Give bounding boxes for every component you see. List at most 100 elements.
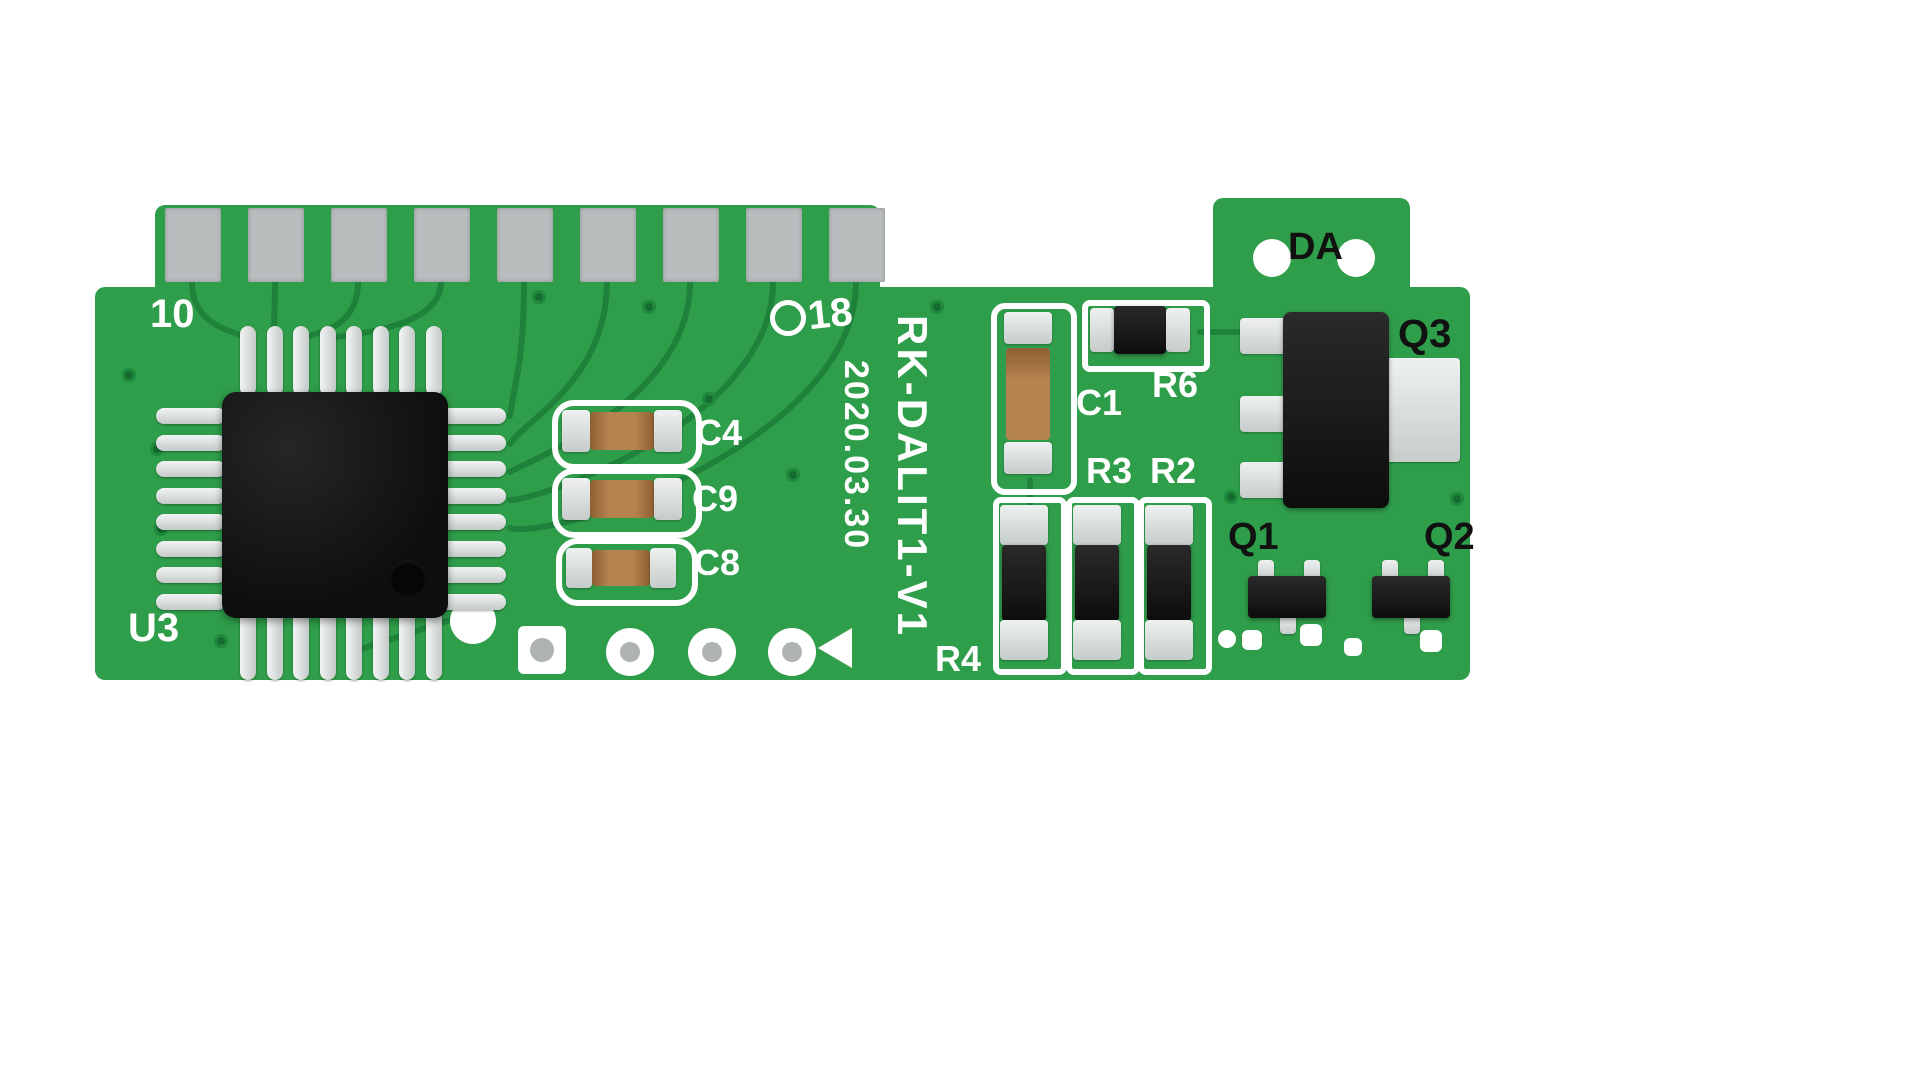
ic-lead <box>436 461 506 477</box>
via <box>930 300 944 314</box>
resistor-body <box>1147 545 1191 621</box>
capacitor-c4-pad <box>562 410 590 452</box>
capacitor-c8-pad <box>566 548 592 588</box>
via <box>1450 492 1464 506</box>
solder-pad <box>1420 630 1442 652</box>
ic-lead <box>426 326 442 396</box>
connector-pad <box>580 208 636 282</box>
ic-lead <box>267 326 283 396</box>
transistor-q1-body <box>1248 576 1326 618</box>
capacitor-c1-body <box>1006 348 1050 440</box>
refdes-r6: R6 <box>1152 364 1199 405</box>
ic-lead <box>346 610 362 680</box>
refdes-c1: C1 <box>1076 382 1123 423</box>
refdes-c4: C4 <box>696 412 743 453</box>
connector-pad <box>165 208 221 282</box>
resistor-body <box>1075 545 1119 621</box>
ic-lead <box>156 567 226 583</box>
transistor-q2-lead <box>1382 560 1398 580</box>
ic-lead <box>320 326 336 396</box>
capacitor-c1-pad <box>1004 442 1052 474</box>
connector-pad <box>829 208 885 282</box>
ic-lead <box>240 326 256 396</box>
connector-pad <box>414 208 470 282</box>
ic-lead <box>156 461 226 477</box>
ic-lead <box>399 326 415 396</box>
via-ring <box>770 300 806 336</box>
da-pad <box>1253 239 1291 277</box>
ic-lead <box>436 541 506 557</box>
ic-lead <box>436 514 506 530</box>
via <box>786 468 800 482</box>
ic-lead <box>156 435 226 451</box>
capacitor-c4-pad <box>654 410 682 452</box>
capacitor-c1-pad <box>1004 312 1052 344</box>
ic-lead <box>156 594 226 610</box>
board-title-text: RK-DALIT1-V1 <box>889 315 936 639</box>
ic-lead <box>267 610 283 680</box>
transistor-q1-lead <box>1258 560 1274 580</box>
transistor-q1-lead <box>1280 614 1296 634</box>
via <box>702 392 716 406</box>
silkscreen-outline-resistor <box>1066 497 1140 675</box>
solder-pad <box>1300 624 1322 646</box>
silkscreen-outline-c8 <box>556 538 698 606</box>
silkscreen-outline-c1 <box>991 303 1077 495</box>
refdes-r3: R3 <box>1086 450 1133 491</box>
resistor-body <box>1002 545 1046 621</box>
ic-lead <box>346 326 362 396</box>
capacitor-c4-body <box>590 412 654 450</box>
ic-lead <box>373 610 389 680</box>
transistor-q3-lead <box>1240 396 1290 432</box>
da-label: DA <box>1288 226 1343 268</box>
capacitor-c9-pad <box>562 478 590 520</box>
resistor-r6-pad <box>1166 308 1190 352</box>
refdes-q3: Q3 <box>1398 312 1452 356</box>
ic-lead <box>399 610 415 680</box>
transistor-q2-body <box>1372 576 1450 618</box>
ic-lead <box>436 488 506 504</box>
silkscreen-outline-resistor <box>1138 497 1212 675</box>
connector-pad <box>331 208 387 282</box>
board-date-text: 2020.03.30 <box>837 360 875 551</box>
resistor-r6-body <box>1114 306 1166 354</box>
resistor-r6-pad <box>1090 308 1114 352</box>
capacitor-c8-pad <box>650 548 676 588</box>
connector-pad <box>248 208 304 282</box>
via <box>532 290 546 304</box>
resistor-pad <box>1073 505 1121 545</box>
transistor-q1-lead <box>1304 560 1320 580</box>
refdes-c8: C8 <box>694 542 741 583</box>
pad-hole <box>782 642 802 662</box>
pad-hole <box>530 638 554 662</box>
resistor-pad <box>1145 620 1193 660</box>
silkscreen-arrow-icon <box>818 628 852 668</box>
transistor-q2-lead <box>1404 614 1420 634</box>
solder-pad <box>1242 630 1262 650</box>
transistor-q3-body <box>1283 312 1389 508</box>
ic-lead <box>436 594 506 610</box>
capacitor-c8-body <box>592 550 650 586</box>
resistor-pad <box>1000 620 1048 660</box>
ic-lead <box>293 326 309 396</box>
via <box>642 300 656 314</box>
ic-lead <box>293 610 309 680</box>
via <box>1224 490 1238 504</box>
ic-lead <box>426 610 442 680</box>
connector-pad <box>497 208 553 282</box>
refdes-q2: Q2 <box>1424 516 1475 558</box>
transistor-q3-lead <box>1240 462 1290 498</box>
solder-pad <box>1218 630 1236 648</box>
ic-lead <box>156 408 226 424</box>
ic-lead <box>373 326 389 396</box>
connector-pad <box>746 208 802 282</box>
refdes-r2: R2 <box>1150 450 1197 491</box>
ic-pin1-marker <box>390 560 426 596</box>
ic-lead <box>156 488 226 504</box>
refdes-r4: R4 <box>935 638 982 679</box>
capacitor-c9-body <box>590 480 654 518</box>
refdes-u3: U3 <box>128 606 180 650</box>
ic-lead <box>436 408 506 424</box>
ic-lead <box>240 610 256 680</box>
